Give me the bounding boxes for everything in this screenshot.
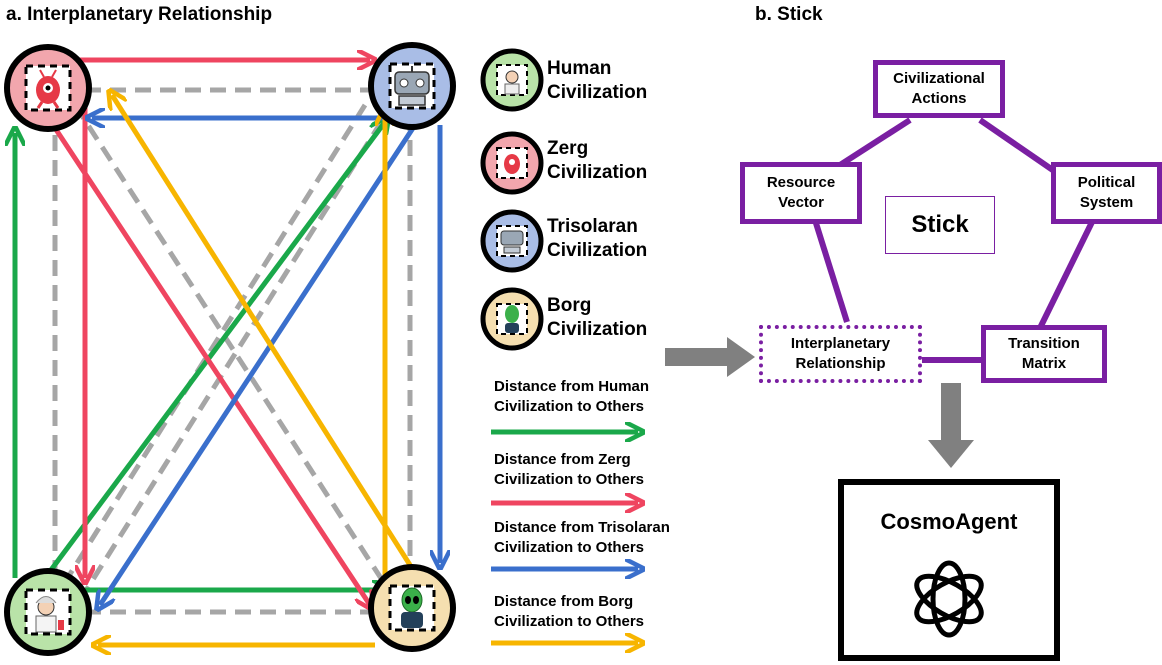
- panel-b-title: b. Stick: [755, 4, 823, 25]
- arrow-human-to-trisolaran: [42, 122, 385, 580]
- human-distance-arrows: [15, 122, 385, 590]
- borg-legend-icon: [480, 287, 544, 351]
- human-legend-icon: [480, 48, 544, 112]
- zerg-distance-arrows: [52, 60, 370, 605]
- green-alien-icon: [401, 587, 423, 628]
- civilization-legend-icons: [480, 48, 544, 351]
- edge-political-transition: [1037, 218, 1096, 330]
- zerg-alien-icon: [36, 69, 60, 109]
- openai-logo-icon: [914, 560, 984, 638]
- zerg-legend-icon: [480, 131, 544, 195]
- human-node: [4, 568, 92, 656]
- trisolaran-node: [368, 42, 456, 130]
- cosmo-agent-box: CosmoAgent: [838, 479, 1060, 661]
- grey-arrow-right: [665, 337, 755, 377]
- grey-arrow-down: [928, 383, 974, 468]
- borg-distance-arrows: [98, 95, 413, 645]
- panel-a-title: a. Interplanetary Relationship: [6, 4, 273, 25]
- robot-icon: [394, 66, 430, 106]
- edge-actions-resource: [838, 117, 912, 168]
- arrow-borg-to-zerg: [112, 95, 413, 567]
- arrow-trisolaran-to-human: [100, 123, 418, 605]
- trisolaran-legend-icon: [480, 209, 544, 273]
- trisolaran-distance-arrows: [92, 118, 440, 605]
- zerg-node: [4, 44, 92, 132]
- cosmo-agent-title: CosmoAgent: [880, 509, 1018, 534]
- arrow-zerg-to-borg: [52, 126, 370, 605]
- edge-resource-relationship: [812, 219, 850, 323]
- distance-legend-arrows: [491, 415, 658, 665]
- stick-center-label: Stick: [885, 196, 995, 254]
- relationship-network: [4, 42, 456, 656]
- borg-node: [368, 564, 456, 652]
- stick-connectors: [665, 117, 1096, 468]
- edge-actions-political: [978, 117, 1062, 178]
- scientist-icon: [35, 596, 64, 633]
